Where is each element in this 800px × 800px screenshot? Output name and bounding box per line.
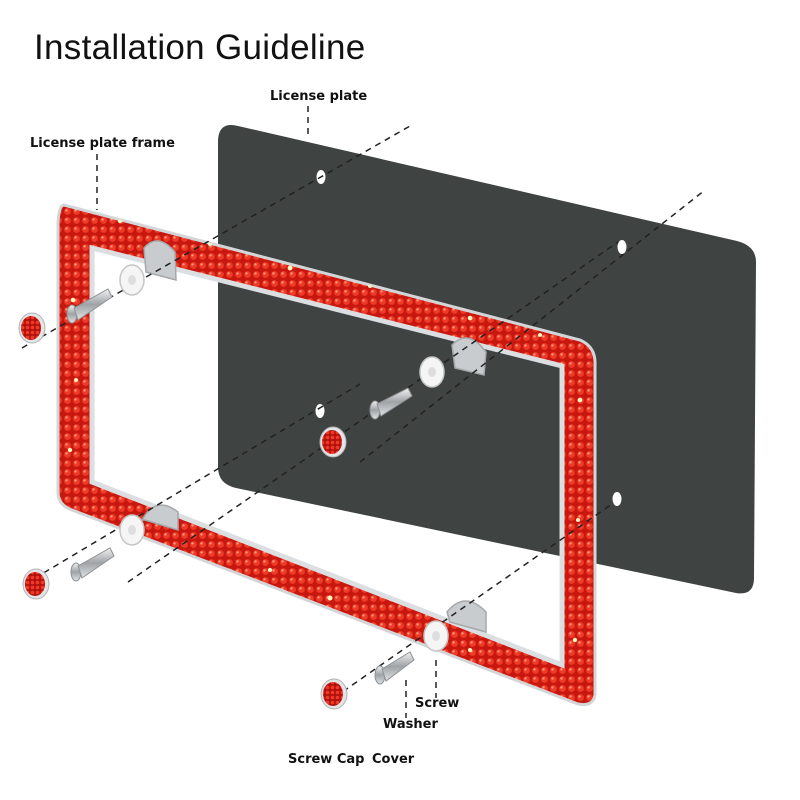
license-plate-frame [56, 203, 597, 707]
mount-tab [143, 240, 177, 281]
hardware-bottom-left [22, 514, 145, 600]
hardware-top-left [18, 264, 145, 344]
screw-label: Screw [415, 696, 460, 711]
license-plate-frame-label: License plate frame [30, 136, 175, 151]
screw-cap-cover [18, 312, 46, 344]
screw-cap-cover [319, 426, 347, 458]
license-plate [218, 125, 756, 594]
screw-cap-label: Screw Cap [288, 752, 365, 767]
plate-hole [617, 240, 627, 254]
plate-hole [315, 404, 325, 418]
screw-cap-cover [320, 678, 348, 710]
hardware-top-right [319, 356, 445, 458]
page-title: Installation Guideline [34, 28, 366, 67]
cover-label: Cover [372, 752, 415, 767]
screw-cap-cover [22, 568, 50, 600]
screw [70, 547, 115, 582]
screw [369, 387, 413, 420]
mount-tab [446, 600, 487, 633]
washer-label: Washer [383, 717, 438, 732]
mount-tab [140, 504, 179, 532]
plate-hole [612, 492, 622, 506]
screw [66, 288, 113, 324]
screw [374, 651, 415, 685]
license-plate-label: License plate [270, 89, 368, 104]
hardware-bottom-right [320, 620, 449, 710]
